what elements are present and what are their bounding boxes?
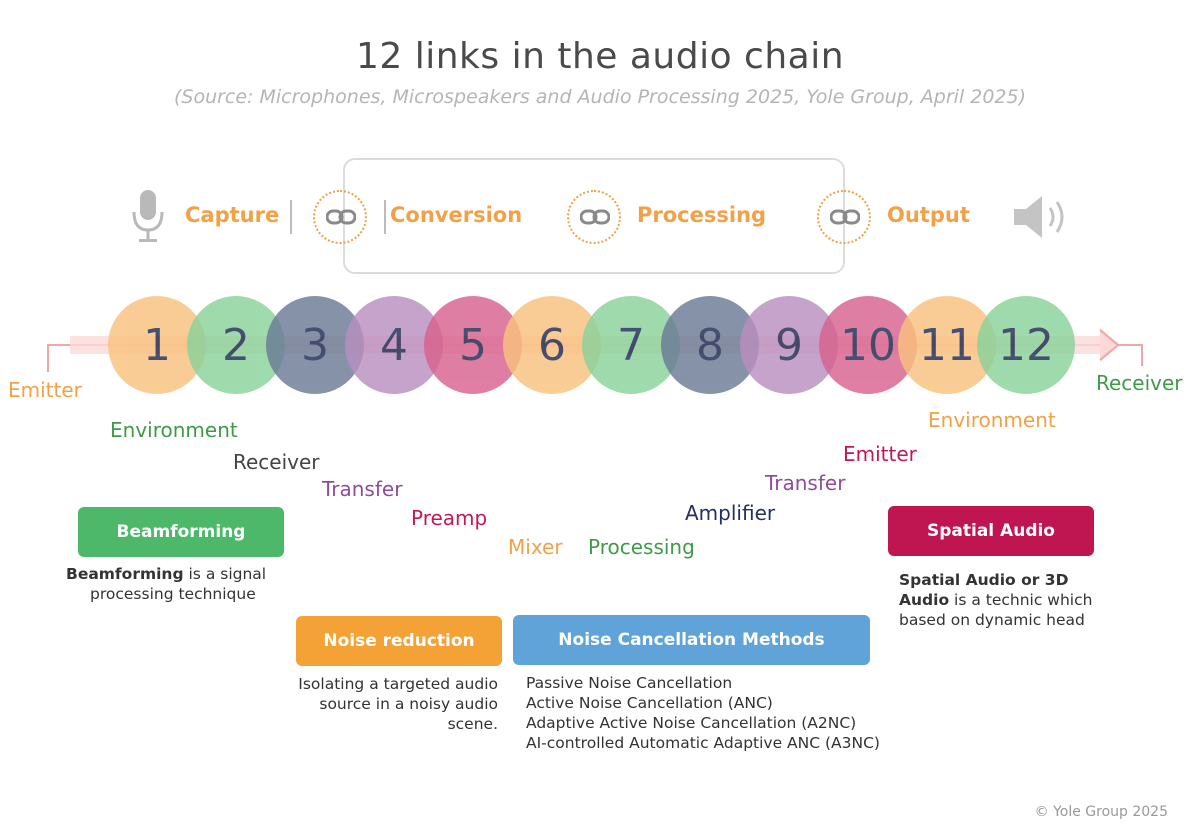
- stage-output: Output: [887, 203, 970, 227]
- chain-link-number: 11: [919, 319, 975, 371]
- chain-link-label: Processing: [588, 535, 695, 559]
- noise-cancellation-list: Passive Noise Cancellation Active Noise …: [526, 673, 926, 753]
- chain-link-number: 9: [775, 319, 803, 371]
- noise-reduction-title: Noise reduction: [323, 631, 475, 651]
- chain-link-label: Transfer: [322, 477, 403, 501]
- chain-link-9: 9: [740, 296, 838, 394]
- speaker-icon: [1012, 193, 1072, 241]
- page-title: 12 links in the audio chain: [355, 36, 845, 77]
- chain-link-number: 12: [998, 319, 1054, 371]
- divider: [290, 200, 292, 234]
- copyright: © Yole Group 2025: [1034, 804, 1168, 820]
- noise-reduction-line: source in a noisy audio: [319, 695, 498, 713]
- chain-link-number: 5: [459, 319, 487, 371]
- link-icon: [567, 190, 621, 244]
- beamforming-description: Beamforming is a signal processing techn…: [66, 564, 296, 604]
- chain-link-number: 3: [301, 319, 329, 371]
- link-icon: [817, 190, 871, 244]
- chain-link-1: 1: [108, 296, 206, 394]
- chain-link-number: 7: [617, 319, 645, 371]
- spatial-audio-desc-line3: based on dynamic head: [899, 611, 1085, 629]
- chain-link-number: 2: [222, 319, 250, 371]
- noise-cancellation-title: Noise Cancellation Methods: [558, 630, 825, 650]
- chain-link-4: 4: [345, 296, 443, 394]
- spatial-audio-title: Spatial Audio: [927, 521, 1055, 541]
- chain-link-label: Preamp: [411, 506, 488, 530]
- stage-conversion: Conversion: [390, 203, 523, 227]
- spatial-audio-box: Spatial Audio: [888, 506, 1094, 556]
- chain-link-number: 8: [696, 319, 724, 371]
- chain-link-12: 12: [977, 296, 1075, 394]
- list-item: Active Noise Cancellation (ANC): [526, 694, 773, 712]
- chain-link-label: Amplifier: [685, 501, 776, 525]
- beamforming-desc-rest: is a signal: [183, 565, 267, 583]
- noise-reduction-line: scene.: [447, 715, 498, 733]
- noise-cancellation-box: Noise Cancellation Methods: [513, 615, 870, 665]
- chain-link-label: Receiver: [1096, 371, 1183, 395]
- noise-reduction-line: Isolating a targeted audio: [298, 675, 498, 693]
- list-item: Passive Noise Cancellation: [526, 674, 733, 692]
- spatial-audio-desc-bold-2: Audio: [899, 591, 950, 609]
- beamforming-desc-bold: Beamforming: [66, 565, 184, 583]
- spatial-audio-description: Spatial Audio or 3D Audio is a technic w…: [899, 570, 1139, 630]
- beamforming-title: Beamforming: [116, 522, 246, 542]
- chain-link-label: Receiver: [233, 450, 320, 474]
- noise-reduction-box: Noise reduction: [296, 616, 502, 666]
- beamforming-box: Beamforming: [78, 507, 284, 557]
- chain-link-label: Emitter: [843, 442, 917, 466]
- stage-capture: Capture: [185, 203, 280, 227]
- spatial-audio-desc-bold-1: Spatial Audio or 3D: [899, 571, 1069, 589]
- chain-link-label: Environment: [110, 418, 238, 442]
- chain-link-number: 4: [380, 319, 408, 371]
- divider: [384, 200, 386, 234]
- chain-link-number: 6: [538, 319, 566, 371]
- noise-reduction-description: Isolating a targeted audio source in a n…: [270, 674, 498, 734]
- chain-link-number: 10: [840, 319, 896, 371]
- chain-link-label: Environment: [928, 408, 1056, 432]
- chain-link-label: Emitter: [8, 378, 82, 402]
- list-item: Adaptive Active Noise Cancellation (A2NC…: [526, 714, 857, 732]
- stage-processing: Processing: [637, 203, 767, 227]
- spatial-audio-desc-rest: is a technic which: [949, 591, 1093, 609]
- beamforming-desc-line2: processing technique: [90, 585, 256, 603]
- link-icon: [313, 190, 367, 244]
- list-item: AI-controlled Automatic Adaptive ANC (A3…: [526, 734, 880, 752]
- microphone-icon: [128, 188, 168, 248]
- chain-link-number: 1: [143, 319, 171, 371]
- page-subtitle: (Source: Microphones, Microspeakers and …: [173, 86, 1027, 108]
- chain-link-label: Transfer: [765, 471, 846, 495]
- chain-link-label: Mixer: [508, 535, 563, 559]
